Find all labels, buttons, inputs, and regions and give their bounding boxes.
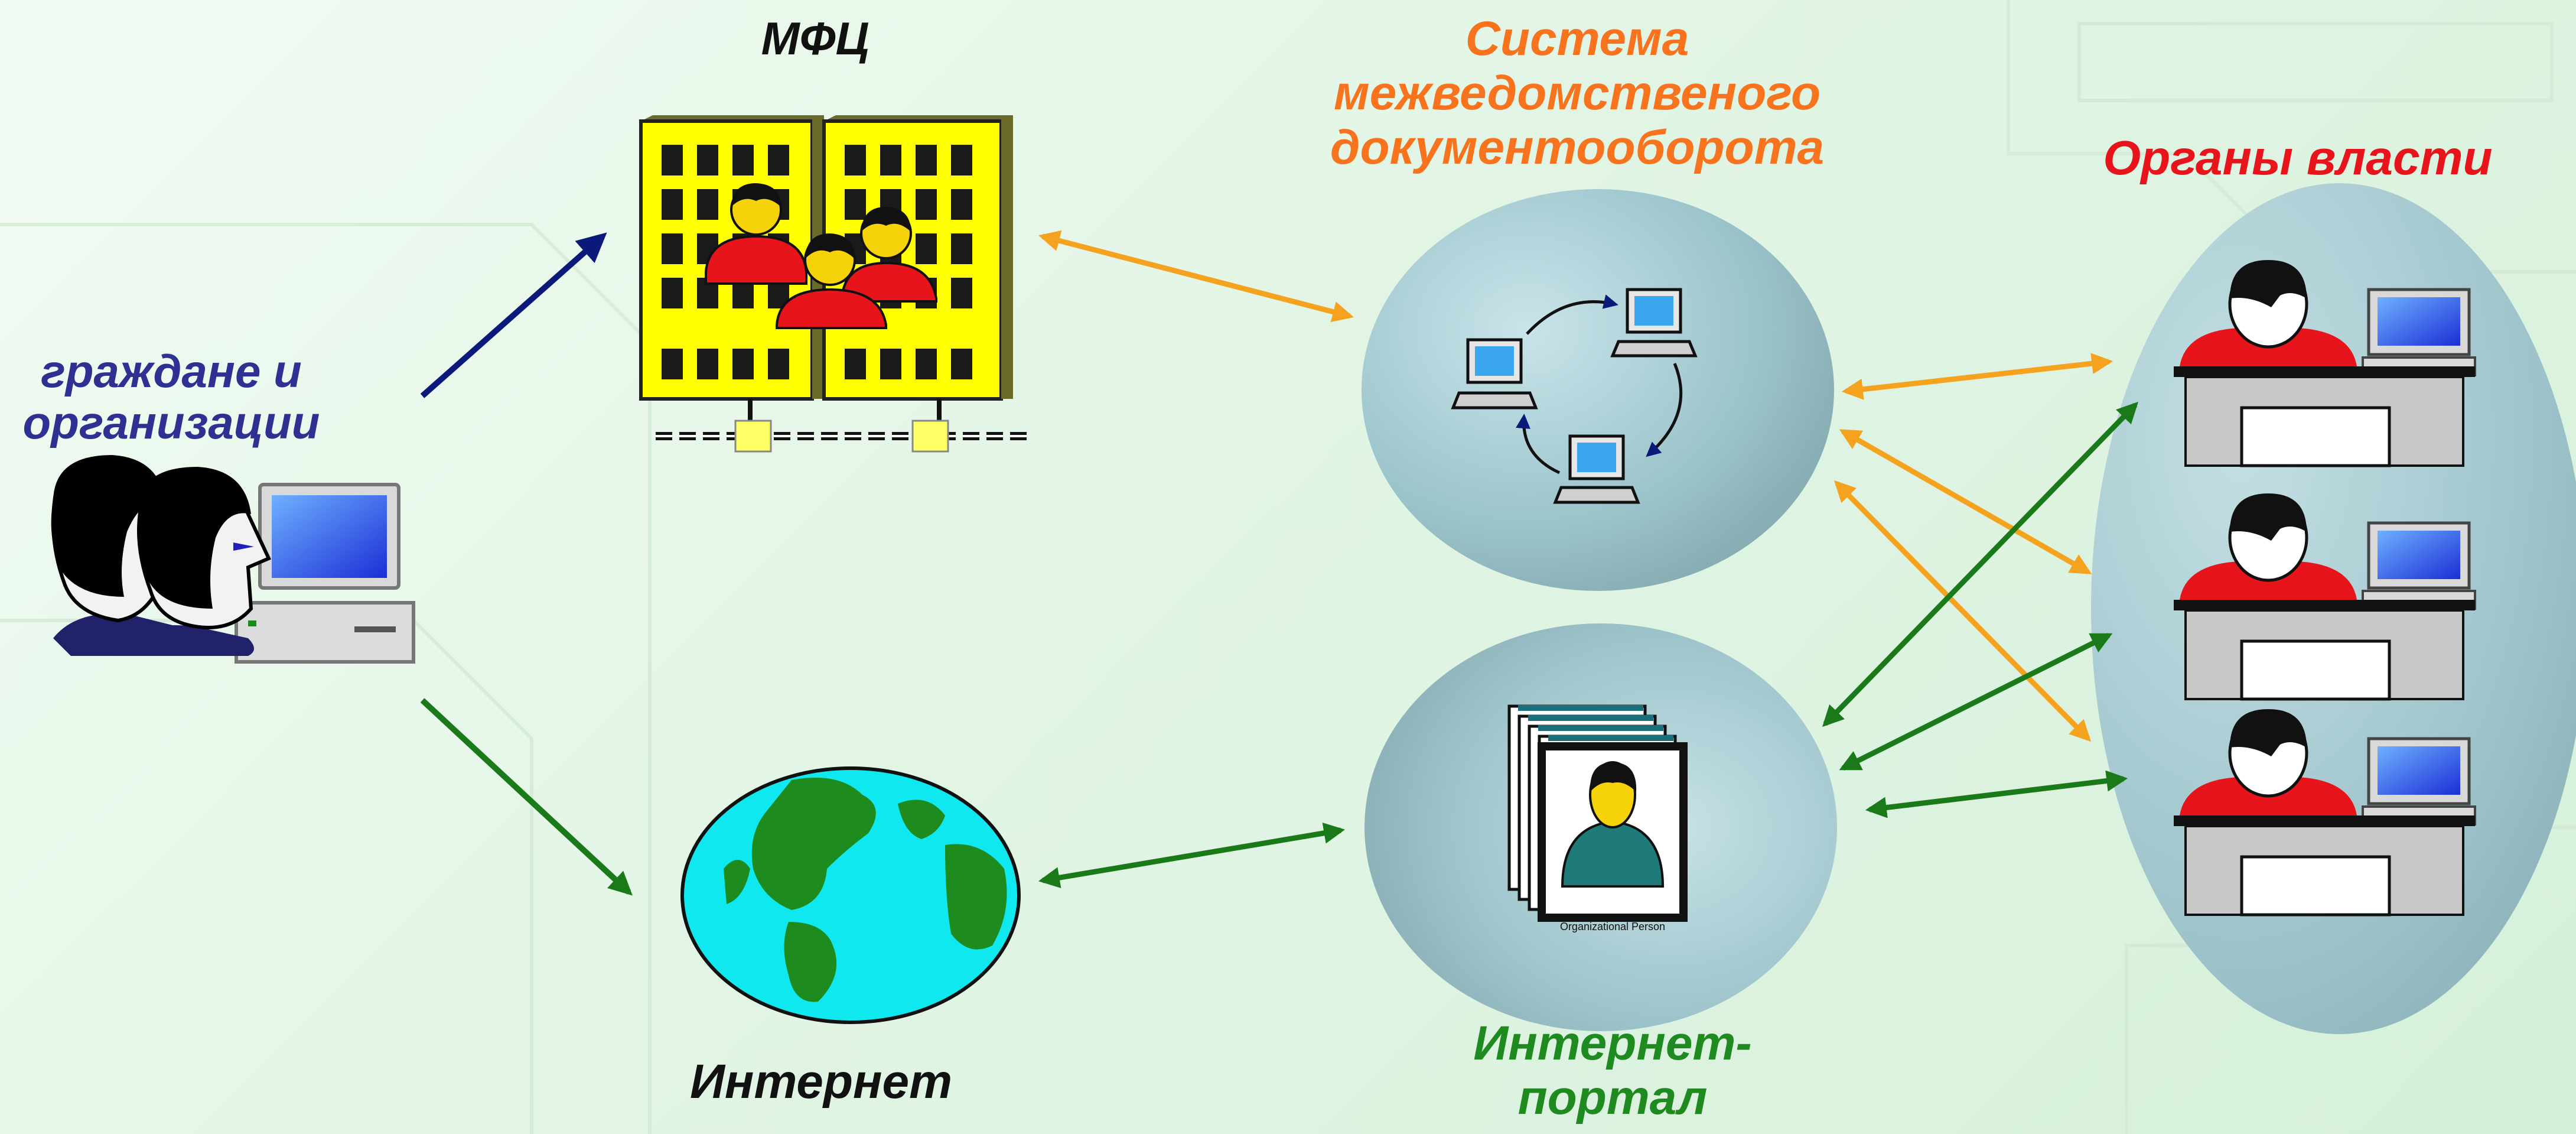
office-buildings-with-people-icon	[639, 115, 1034, 453]
smev-label: Система межведомственого документооборот…	[1282, 12, 1872, 174]
internet-label: Интернет	[689, 1055, 953, 1109]
arrow-portal-authority-3	[1865, 770, 2128, 818]
networked-computers-cycle-icon	[1451, 288, 1698, 504]
person-card-stack-icon	[1507, 704, 1688, 922]
arrow-portal-authority-2	[1839, 632, 2113, 771]
smev-ellipse	[1362, 189, 1834, 591]
authorities-label: Органы власти	[2103, 131, 2493, 185]
portal-label-line-1: Интернет-	[1473, 1016, 1752, 1070]
arrow-portal-authority-1	[1822, 401, 2139, 727]
portal-label-line-2: портал	[1517, 1070, 1708, 1125]
users-at-computer-icon	[51, 455, 415, 664]
smev-label-line-2: межведомственого	[1333, 66, 1821, 120]
smev-label-line-1: Система	[1465, 12, 1689, 66]
portal-label: Интернет- портал	[1388, 1016, 1837, 1125]
org-person-caption: Organizational Person	[1559, 921, 1666, 932]
arrow-internet-portal	[1038, 823, 1346, 888]
arrow-citizens-to-mfc	[420, 232, 607, 398]
arrow-mfc-smev	[1038, 230, 1354, 323]
mfc-label: МФЦ	[761, 12, 869, 64]
citizens-label-line-2: организации	[22, 397, 320, 449]
arrow-smev-authority-1	[1841, 353, 2113, 400]
arrow-smev-authority-3	[1834, 480, 2092, 742]
globe-icon	[680, 766, 1021, 1024]
clerk-at-desk-icon	[2174, 260, 2476, 917]
arrow-citizens-to-internet	[420, 698, 633, 896]
arrow-smev-authority-2	[1839, 429, 2092, 574]
citizens-label: граждане и организации	[6, 345, 337, 449]
smev-label-line-3: документооборота	[1330, 120, 1825, 174]
citizens-label-line-1: граждане и	[41, 345, 302, 397]
